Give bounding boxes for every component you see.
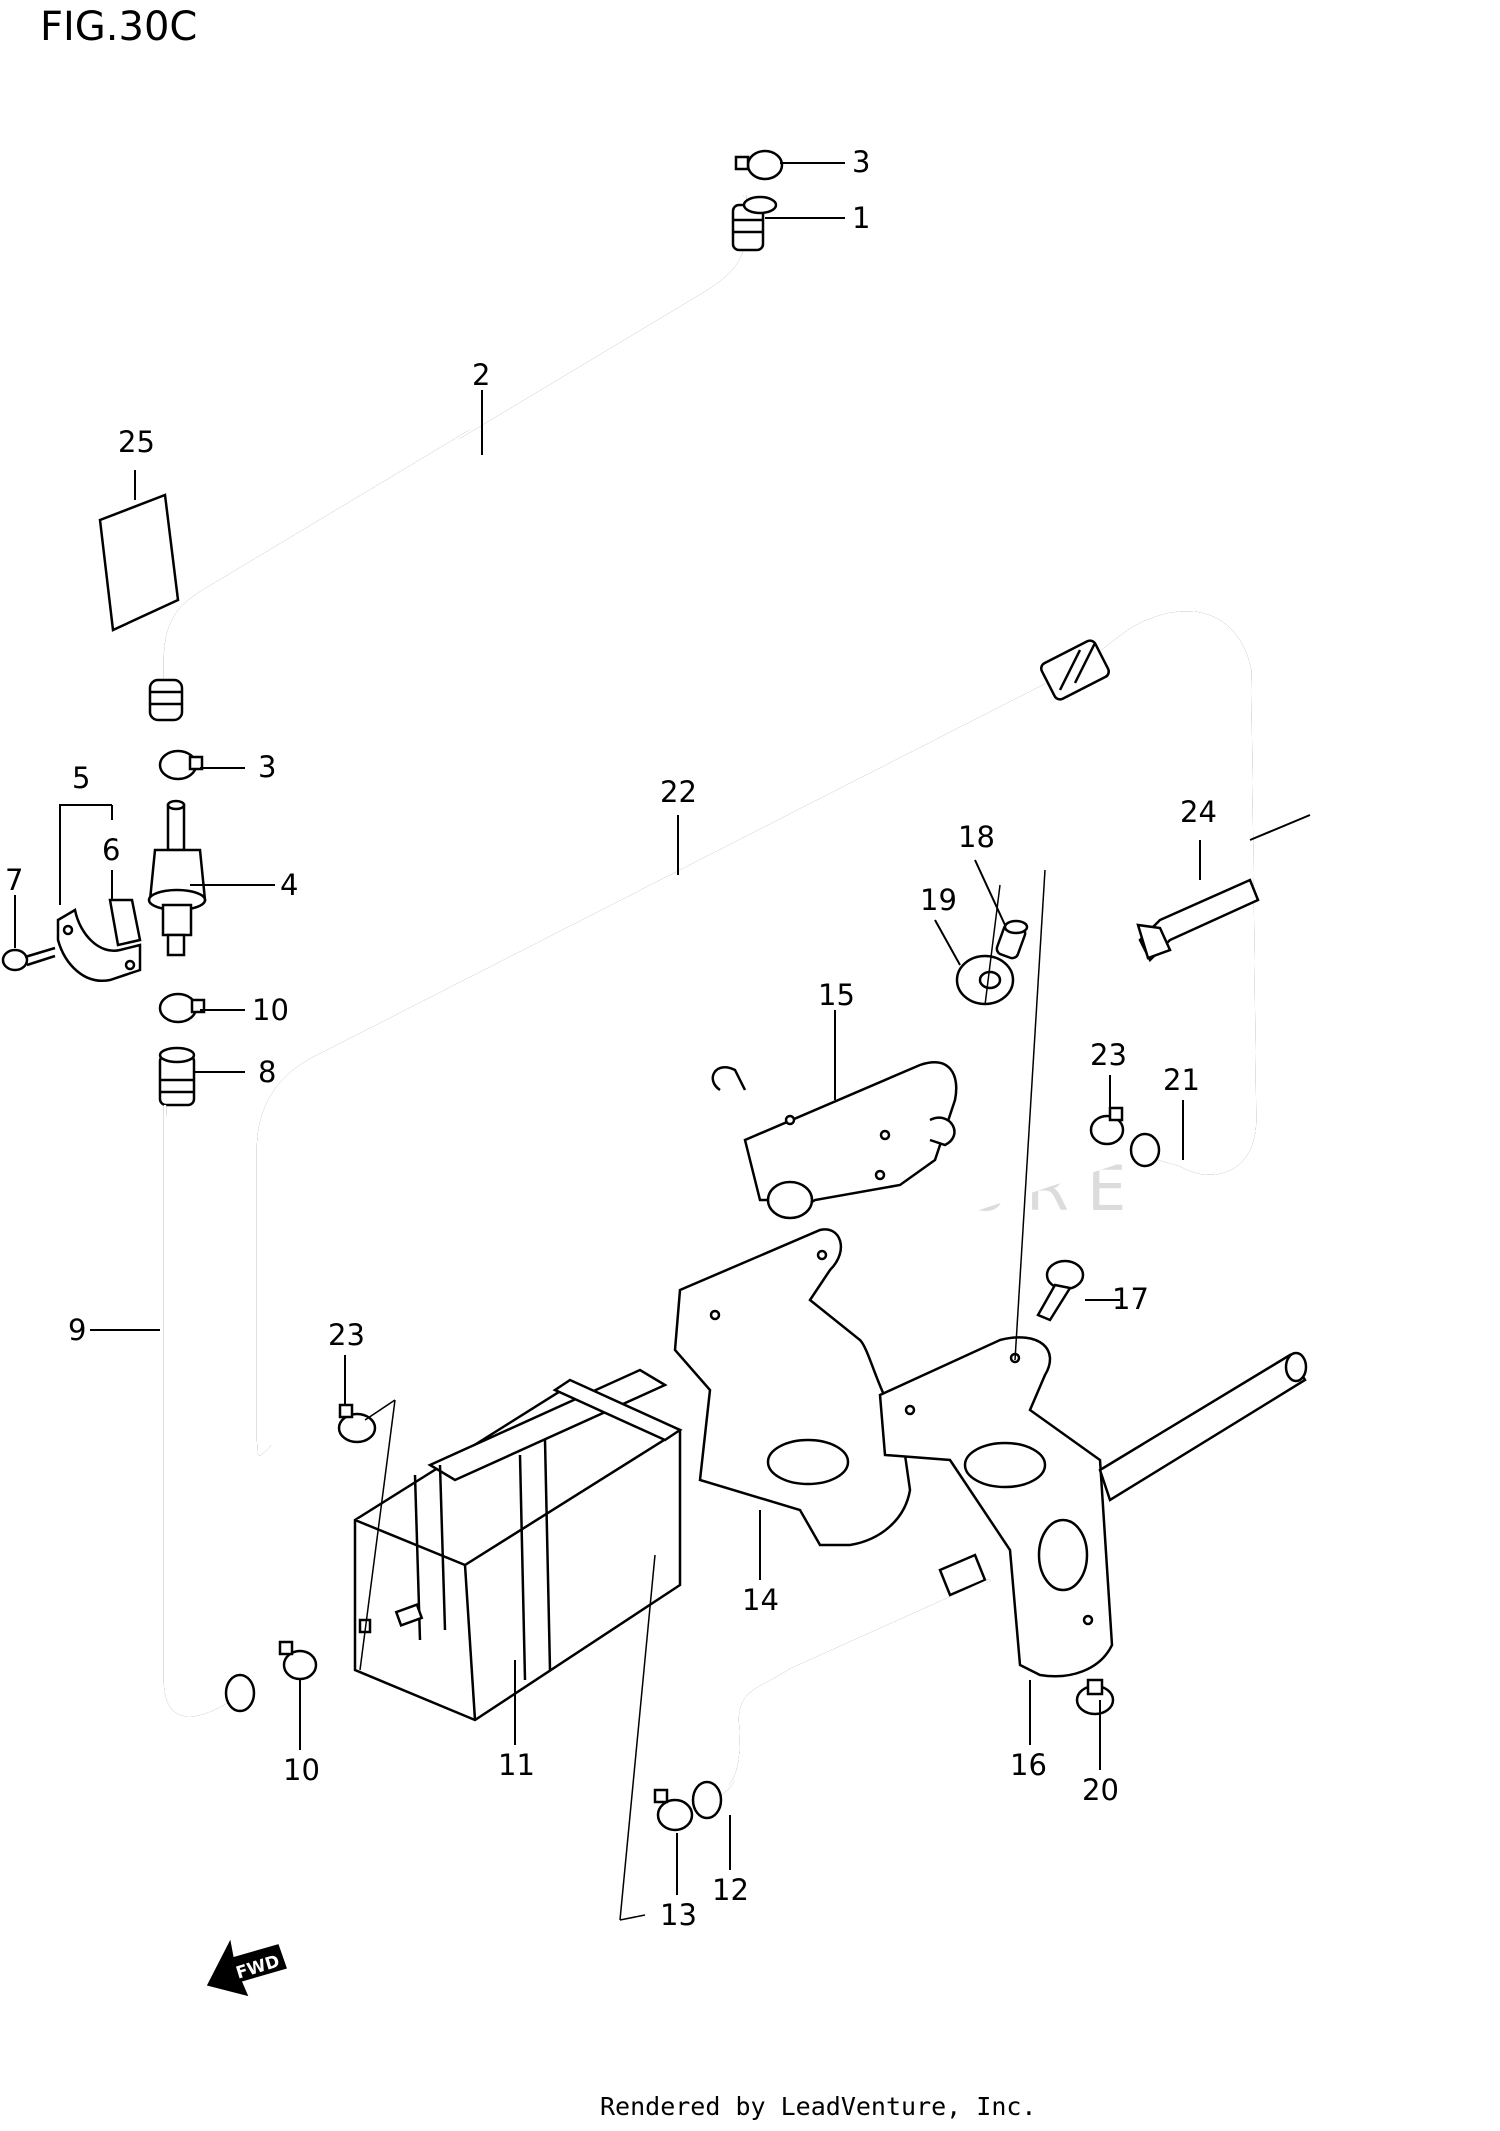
forward-arrow: FWD	[206, 1939, 287, 1997]
figure-title: FIG.30C	[40, 4, 197, 50]
callout-15: 15	[818, 978, 855, 1012]
connector-8[interactable]	[158, 1046, 196, 1107]
callout-5: 5	[72, 761, 90, 795]
callout-9: 9	[68, 1313, 86, 1347]
callout-8: 8	[258, 1055, 276, 1089]
callout-12: 12	[712, 1873, 749, 1907]
callout-23-left: 23	[328, 1318, 365, 1352]
canister-11[interactable]	[353, 1368, 683, 1722]
callout-16: 16	[1010, 1748, 1047, 1782]
clamp-23-right[interactable]	[1089, 1106, 1125, 1146]
callout-10-top: 10	[252, 993, 289, 1027]
bracket-15[interactable]	[711, 1061, 958, 1220]
callout-22: 22	[660, 775, 697, 809]
leader-lines	[14, 162, 1311, 1921]
screw-7[interactable]	[1, 946, 56, 972]
callout-4: 4	[280, 868, 298, 902]
callout-1: 1	[852, 201, 870, 235]
bolt-17[interactable]	[1036, 1259, 1085, 1322]
callout-10-bottom: 10	[283, 1753, 320, 1787]
collar-18[interactable]	[995, 919, 1029, 960]
callout-24: 24	[1180, 795, 1217, 829]
callout-3-mid: 3	[258, 750, 276, 784]
bolt-20[interactable]	[1075, 1678, 1115, 1716]
callout-7: 7	[5, 863, 23, 897]
callout-23-right: 23	[1090, 1038, 1127, 1072]
clamp-3-mid[interactable]	[158, 749, 204, 781]
clamp-10-top[interactable]	[158, 992, 206, 1024]
connector-1[interactable]	[731, 195, 778, 252]
callout-19: 19	[920, 883, 957, 917]
callout-18: 18	[958, 820, 995, 854]
clamp-10-bottom[interactable]	[278, 1640, 318, 1681]
callout-14: 14	[742, 1583, 779, 1617]
hose-24[interactable]	[1136, 878, 1260, 963]
clamp-13[interactable]	[653, 1788, 694, 1832]
clamp-23-left[interactable]	[337, 1403, 377, 1444]
bracket-5[interactable]	[56, 908, 142, 983]
hose-12[interactable]	[691, 1578, 991, 1820]
bracket-14[interactable]	[673, 1228, 912, 1547]
hose-22[interactable]	[256, 611, 1257, 1456]
hose-2[interactable]	[148, 195, 747, 722]
callout-25: 25	[118, 425, 155, 459]
callout-6: 6	[102, 833, 120, 867]
clamp-3-top[interactable]	[734, 149, 784, 181]
callout-11: 11	[498, 1748, 535, 1782]
pipe-through-brackets[interactable]	[938, 1351, 1308, 1597]
cushion-6[interactable]	[108, 898, 142, 947]
label-25[interactable]	[98, 493, 180, 632]
callouts: 1 2 3 3 4 5 6 7 8 9 10 10 11 12 13 14 15…	[5, 145, 1217, 1932]
credit-text: Rendered by LeadVenture, Inc.	[600, 2092, 1037, 2121]
grommet-19[interactable]	[955, 954, 1015, 1006]
callout-13: 13	[660, 1898, 697, 1932]
callout-17: 17	[1112, 1282, 1149, 1316]
callout-3-top: 3	[852, 145, 870, 179]
callout-21: 21	[1163, 1063, 1200, 1097]
callout-2: 2	[472, 358, 490, 392]
fuel-filter-4[interactable]	[147, 799, 207, 957]
hose-9[interactable]	[163, 1105, 256, 1717]
bracket-16[interactable]	[878, 1336, 1114, 1678]
callout-20: 20	[1082, 1773, 1119, 1807]
fwd-arrow-icon	[206, 1939, 287, 1997]
